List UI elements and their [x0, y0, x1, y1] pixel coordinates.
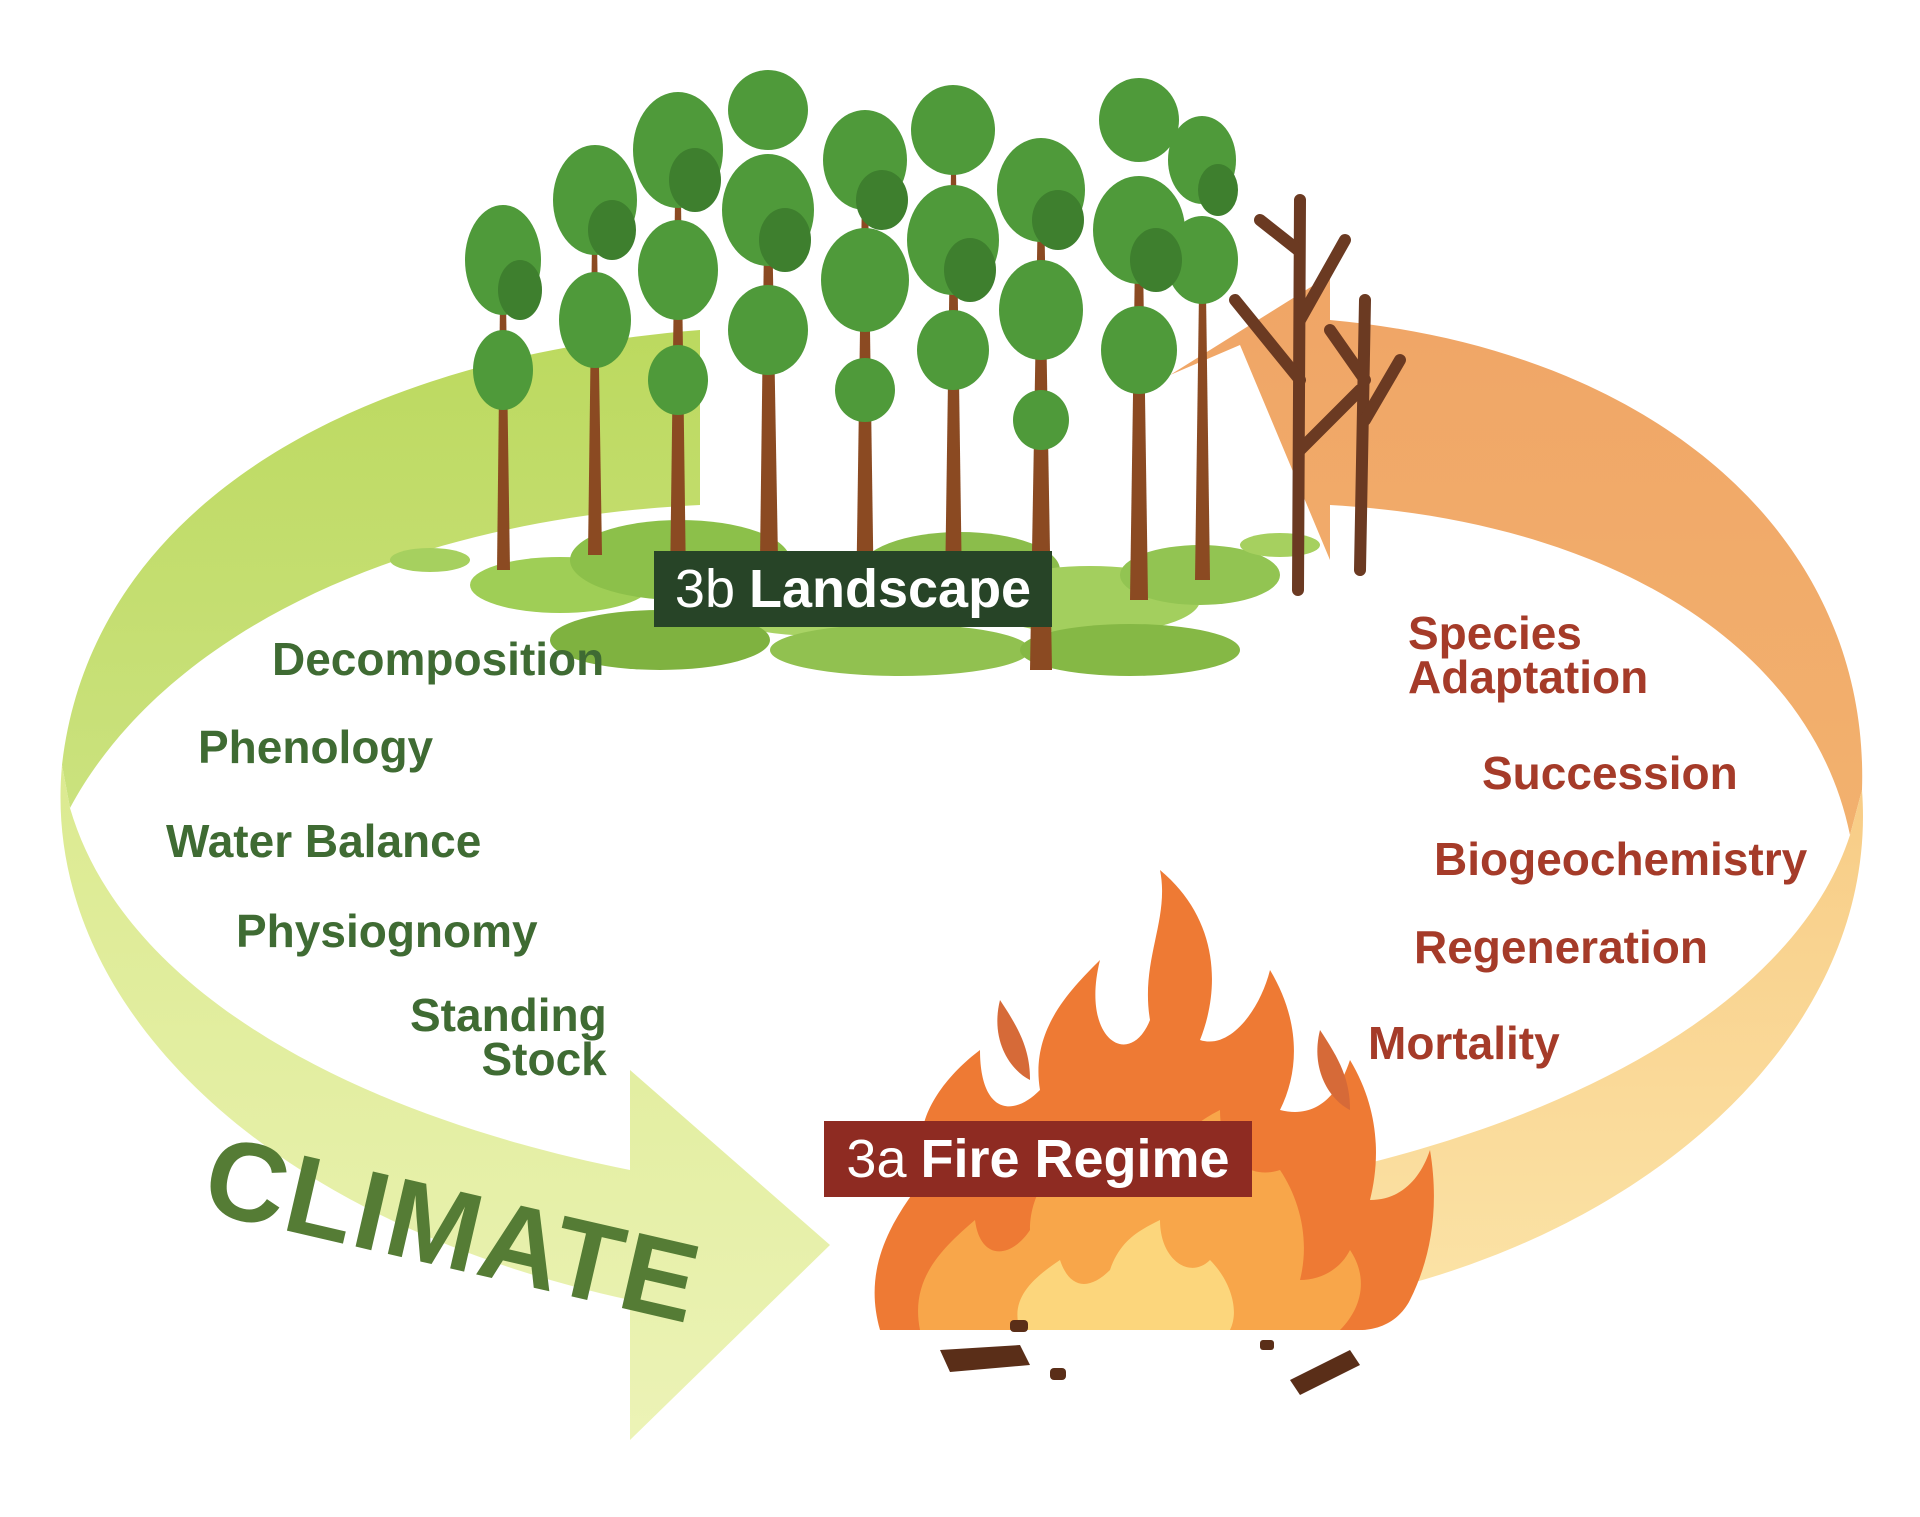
landscape-box: 3b Landscape	[654, 551, 1052, 627]
fire	[874, 870, 1434, 1395]
label-species-adaptation-line2: Adaptation	[1408, 650, 1649, 703]
label-physiognomy: Physiognomy	[236, 905, 538, 957]
orange-ribbon-front	[1340, 790, 1863, 1300]
landscape-box-bg	[654, 551, 1052, 627]
fire-inner-flames	[1017, 1220, 1234, 1330]
label-regeneration: Regeneration	[1414, 921, 1708, 973]
tree-crowns	[465, 70, 1238, 450]
label-species-adaptation-line1: Species	[1408, 607, 1582, 659]
landscape-box-number: 3b	[674, 559, 735, 619]
flame-lick-left	[997, 1000, 1030, 1080]
label-decomposition: Decomposition	[272, 633, 605, 685]
label-standing-stock: Standing Stock	[410, 989, 607, 1085]
label-biogeochemistry: Biogeochemistry	[1434, 833, 1808, 885]
label-species-adaptation: Species Adaptation	[1408, 607, 1649, 703]
flame-lick-right	[1317, 1030, 1350, 1110]
fire-box-title: Fire Regime	[920, 1129, 1230, 1189]
fire-box-bg	[824, 1121, 1252, 1197]
landscape-box-title: Landscape	[748, 559, 1032, 619]
label-standing-stock-line2: Stock	[481, 1032, 607, 1085]
fire-box-number: 3a	[846, 1129, 907, 1189]
green-ribbon-back	[62, 330, 700, 808]
label-water-balance: Water Balance	[166, 815, 482, 867]
label-mortality: Mortality	[1368, 1017, 1560, 1069]
label-succession: Succession	[1482, 747, 1738, 799]
fire-middle-flames	[918, 1110, 1361, 1330]
green-ribbon-front	[60, 765, 830, 1440]
burning-logs	[940, 1320, 1360, 1395]
dead-trees	[1229, 194, 1406, 596]
label-phenology: Phenology	[198, 721, 434, 773]
fire-box: 3a Fire Regime	[824, 1121, 1252, 1197]
label-standing-stock-line1: Standing	[410, 989, 607, 1041]
